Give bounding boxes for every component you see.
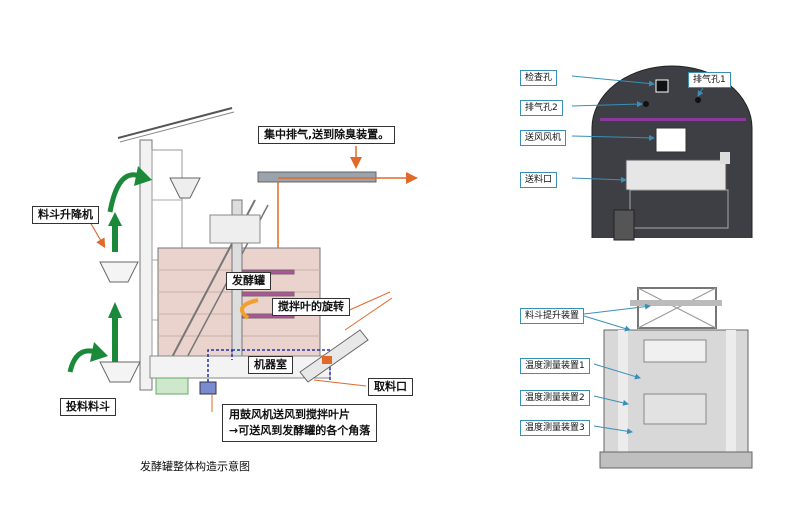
fermentation-tank-diagram	[67, 107, 418, 412]
blower-note: 用鼓风机送风到搅拌叶片 →可送风到发酵罐的各个角落	[222, 404, 378, 442]
diagram-caption: 发酵罐整体构造示意图	[140, 460, 250, 473]
exhaust-hole2-label: 排气孔2	[520, 100, 563, 116]
temp-sensor-3-label: 温度测量装置3	[520, 420, 590, 436]
machine-room-label: 机器室	[248, 356, 293, 374]
exhaust-label: 集中排气,送到除臭装置。	[258, 126, 396, 144]
lift-device-label: 料斗提升装置	[520, 308, 585, 324]
blower-note-line2: →可送风到发酵罐的各个角落	[229, 424, 371, 437]
tank-cross-section	[591, 65, 753, 241]
tank-front-view	[599, 287, 753, 469]
stir-label: 搅拌叶的旋转	[272, 298, 350, 316]
fan-label: 送风风机	[520, 130, 567, 146]
feed-hopper-label: 投料料斗	[60, 398, 116, 416]
inspection-hole-label: 检查孔	[520, 70, 558, 86]
feed-port-label: 送料口	[520, 172, 558, 188]
tank-label: 发酵罐	[226, 272, 271, 290]
bottom-callouts	[583, 303, 651, 435]
temp-sensor-2-label: 温度测量装置2	[520, 390, 590, 406]
hopper-lift-label: 料斗升降机	[32, 206, 99, 224]
outlet-label: 取料口	[368, 378, 413, 396]
exhaust-hole1-label: 排气孔1	[688, 72, 731, 88]
temp-sensor-1-label: 温度测量装置1	[520, 358, 590, 374]
blower-note-line1: 用鼓风机送风到搅拌叶片	[229, 408, 350, 421]
